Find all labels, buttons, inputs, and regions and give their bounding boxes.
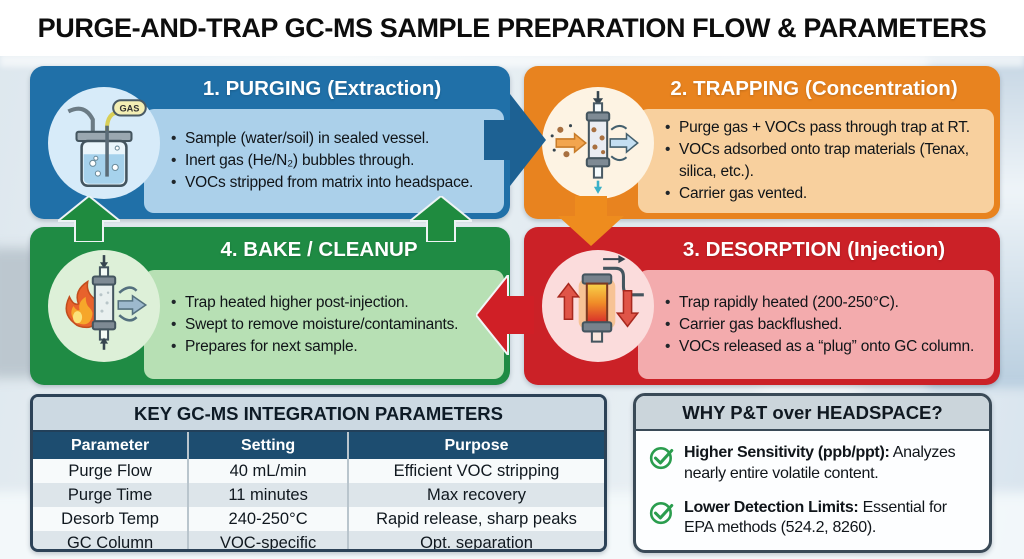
parameters-table-title: KEY GC-MS INTEGRATION PARAMETERS <box>33 397 604 432</box>
flame-trap-icon <box>48 250 160 362</box>
bullet-list: Trap heated higher post-injection. Swept… <box>144 284 504 366</box>
column-header: Parameter <box>70 437 150 454</box>
table-cell: Rapid release, sharp peaks <box>347 507 604 531</box>
table-cell: Purge Flow <box>68 462 152 480</box>
heated-trap-icon <box>542 250 654 362</box>
benefit-text: Higher Sensitivity (ppb/ppt): Analyzes n… <box>684 443 979 485</box>
bullet-list: Trap rapidly heated (200-250°C). Carrier… <box>638 284 994 366</box>
bullet-list: Purge gas + VOCs pass through trap at RT… <box>638 109 994 213</box>
card-bake-cleanup: 4. BAKE / CLEANUP Trap heated higher pos… <box>30 227 510 385</box>
card-purging-body: Sample (water/soil) in sealed vessel. In… <box>144 109 504 213</box>
benefit-lead: Higher Sensitivity (ppb/ppt): <box>684 444 890 461</box>
table-cell: GC Column <box>66 534 154 552</box>
check-circle-icon <box>649 447 674 470</box>
card-purging: 1. PURGING(Extraction) Sample (water/soi… <box>30 66 510 219</box>
page-title: PURGE-AND-TRAP GC-MS SAMPLE PREPARATION … <box>37 12 987 43</box>
parameters-table-header-row: Parameter Setting Purpose <box>33 432 604 459</box>
bullet-item: Carrier gas vented. <box>664 183 990 205</box>
table-cell: Purge Time <box>67 486 153 504</box>
column-header: Setting <box>187 432 347 459</box>
table-row: GC Column VOC-specific Opt. separation <box>33 531 604 552</box>
parameters-table-panel: KEY GC-MS INTEGRATION PARAMETERS Paramet… <box>30 394 607 552</box>
why-pt-title: WHY P&T over HEADSPACE? <box>636 396 989 431</box>
bullet-list: Sample (water/soil) in sealed vessel. In… <box>144 120 504 202</box>
flow-arrow-bake-to-purging-left <box>58 196 120 242</box>
card-trapping-body: Purge gas + VOCs pass through trap at RT… <box>638 109 994 213</box>
trap-column-icon <box>542 86 654 199</box>
card-trapping-title: 2. TRAPPING(Concentration) <box>638 77 990 101</box>
flow-arrow-purging-to-trapping <box>484 94 546 186</box>
gas-label: GAS <box>120 103 140 113</box>
bullet-item: Purge gas + VOCs pass through trap at RT… <box>664 117 990 139</box>
table-cell: 11 minutes <box>187 483 347 507</box>
table-row: Purge Time 11 minutes Max recovery <box>33 483 604 507</box>
table-cell: Max recovery <box>347 483 604 507</box>
card-desorption: 3. DESORPTION(Injection) Trap rapidly he… <box>524 227 1000 385</box>
table-cell: Opt. separation <box>347 531 604 549</box>
why-pt-panel: WHY P&T over HEADSPACE? Higher Sensitivi… <box>633 393 992 553</box>
bullet-item: Prepares for next sample. <box>170 336 500 358</box>
why-pt-body: Higher Sensitivity (ppb/ppt): Analyzes n… <box>636 431 989 547</box>
card-qualifier-label: (Extraction) <box>327 77 442 100</box>
bullet-item: Inert gas (He/N₂) bubbles through. <box>170 150 500 172</box>
flow-arrow-bake-to-purging-right <box>410 196 472 242</box>
bullet-item: Sample (water/soil) in sealed vessel. <box>170 128 500 150</box>
benefit-lead: Lower Detection Limits: <box>684 498 859 516</box>
table-cell: Efficient VOC stripping <box>347 459 604 483</box>
card-desorption-title: 3. DESORPTION(Injection) <box>638 238 990 262</box>
table-row: Purge Flow 40 mL/min Efficient VOC strip… <box>33 459 604 483</box>
table-cell: 240-250°C <box>187 507 347 531</box>
card-qualifier-label: (Concentration) <box>805 77 958 100</box>
card-step-label: 1. PURGING <box>202 77 322 100</box>
card-bake-body: Trap heated higher post-injection. Swept… <box>144 270 504 379</box>
card-qualifier-label: (Injection) <box>847 238 946 261</box>
flow-arrow-desorption-to-bake <box>476 275 534 355</box>
card-step-label: 4. BAKE / CLEANUP <box>220 238 418 261</box>
column-header: Purpose <box>347 432 604 459</box>
card-step-label: 3. DESORPTION <box>682 238 842 261</box>
card-bake-title: 4. BAKE / CLEANUP <box>144 238 500 262</box>
gas-purge-vessel-icon: GAS <box>48 86 160 199</box>
bullet-item: VOCs stripped from matrix into headspace… <box>170 172 500 194</box>
bullet-item: Carrier gas backflushed. <box>664 314 990 336</box>
bullet-item: VOCs adsorbed onto trap materials (Tenax… <box>664 139 990 183</box>
title-bar: PURGE-AND-TRAP GC-MS SAMPLE PREPARATION … <box>0 0 1024 56</box>
benefit-text: Lower Detection Limits: Essential for EP… <box>684 498 979 540</box>
table-cell: 40 mL/min <box>187 459 347 483</box>
list-item: Lower Detection Limits: Essential for EP… <box>649 498 979 540</box>
card-purging-title: 1. PURGING(Extraction) <box>144 77 500 101</box>
card-desorption-body: Trap rapidly heated (200-250°C). Carrier… <box>638 270 994 379</box>
check-circle-icon <box>649 501 674 524</box>
bullet-item: Trap rapidly heated (200-250°C). <box>664 292 990 314</box>
table-cell: VOC-specific <box>187 531 347 549</box>
table-row: Desorb Temp 240-250°C Rapid release, sha… <box>33 507 604 531</box>
bullet-item: VOCs released as a “plug” onto GC column… <box>664 336 990 358</box>
list-item: Higher Sensitivity (ppb/ppt): Analyzes n… <box>649 443 979 485</box>
card-step-label: 2. TRAPPING <box>670 77 800 100</box>
table-cell: Desorb Temp <box>61 510 159 528</box>
bullet-item: Trap heated higher post-injection. <box>170 292 500 314</box>
bullet-item: Swept to remove moisture/contaminants. <box>170 314 500 336</box>
flow-arrow-trapping-to-desorption <box>558 196 624 246</box>
